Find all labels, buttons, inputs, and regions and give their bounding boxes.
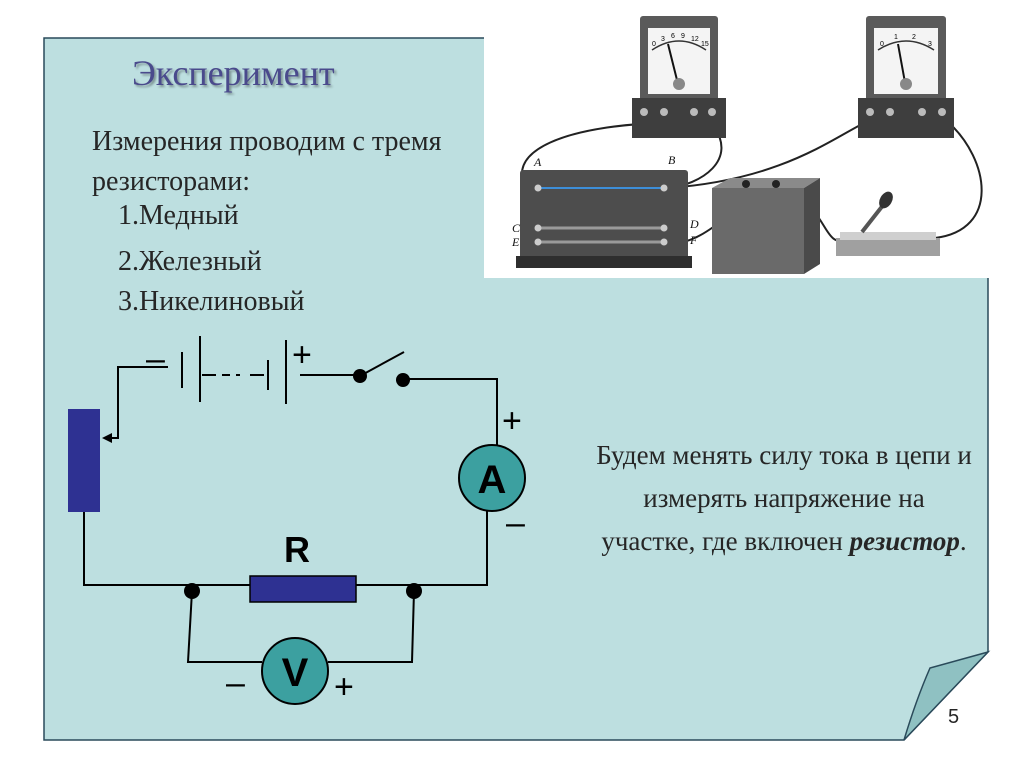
photo-ammeter-tick: 2	[912, 34, 916, 41]
list-item-nickeline: 3.Никелиновый	[118, 286, 305, 317]
apparatus-photo: 0 3 6 9 12 15 0 1 2 3	[484, 0, 1024, 278]
photo-voltmeter-tick: 9	[681, 33, 685, 40]
rheostat-arrowhead	[102, 433, 112, 443]
photo-switch	[836, 191, 940, 256]
photo-terminal-label: C	[512, 221, 521, 235]
voltmeter-plus-sign: +	[334, 668, 354, 706]
slide-title: Эксперимент	[132, 53, 335, 93]
resistor	[249, 575, 357, 603]
photo-ammeter-tick: 1	[894, 34, 898, 41]
junction-dot	[184, 583, 200, 599]
list-item-iron: 2.Железный	[118, 246, 262, 277]
description-main: Будем менять силу тока в цепи и измерять…	[596, 440, 972, 556]
voltmeter-label: V	[282, 651, 309, 695]
battery-symbol	[181, 336, 287, 404]
description-text: Будем менять силу тока в цепи и измерять…	[596, 434, 972, 563]
page-number: 5	[948, 706, 960, 728]
resistor-label: R	[284, 529, 310, 570]
ammeter-label: A	[478, 458, 507, 502]
photo-voltmeter-tick: 12	[691, 36, 699, 43]
photo-resistor-board: A B C D E F	[511, 153, 699, 268]
intro-text: Измерения проводим с тремя резисторами:	[92, 126, 442, 197]
photo-terminal-label: D	[689, 217, 699, 231]
ammeter-symbol	[458, 444, 526, 512]
rheostat	[68, 409, 100, 512]
photo-voltmeter-tick: 15	[701, 41, 709, 48]
wire-voltmeter-right	[328, 590, 415, 663]
photo-terminal-label: A	[533, 155, 542, 169]
wire-right-lower	[414, 509, 488, 586]
ammeter-plus-sign: +	[502, 402, 522, 440]
photo-battery	[712, 178, 820, 274]
description-period: .	[959, 526, 967, 556]
photo-terminal-label: F	[689, 233, 698, 247]
wire-top-right	[403, 378, 498, 448]
battery-minus-sign: –	[146, 340, 165, 378]
switch-symbol	[353, 351, 410, 387]
photo-ammeter-tick: 0	[880, 41, 884, 48]
photo-terminal-label: B	[668, 153, 676, 167]
ammeter-minus-sign: –	[506, 504, 525, 542]
photo-ammeter-tick: 3	[928, 41, 932, 48]
photo-ammeter: 0 1 2 3	[858, 16, 954, 138]
junction-dot	[406, 583, 422, 599]
photo-terminal-label: E	[511, 235, 520, 249]
wire-voltmeter-left	[186, 590, 262, 663]
list-item-copper: 1.Медный	[118, 200, 239, 231]
voltmeter-minus-sign: –	[226, 664, 245, 702]
voltmeter-symbol	[261, 637, 329, 705]
battery-plus-sign: +	[292, 336, 312, 374]
photo-voltmeter-tick: 0	[652, 41, 656, 48]
page-curl	[903, 650, 991, 741]
photo-voltmeter-tick: 3	[661, 36, 665, 43]
description-emphasis: резистор	[849, 526, 960, 556]
photo-voltmeter: 0 3 6 9 12 15	[632, 16, 726, 138]
photo-voltmeter-tick: 6	[671, 33, 675, 40]
